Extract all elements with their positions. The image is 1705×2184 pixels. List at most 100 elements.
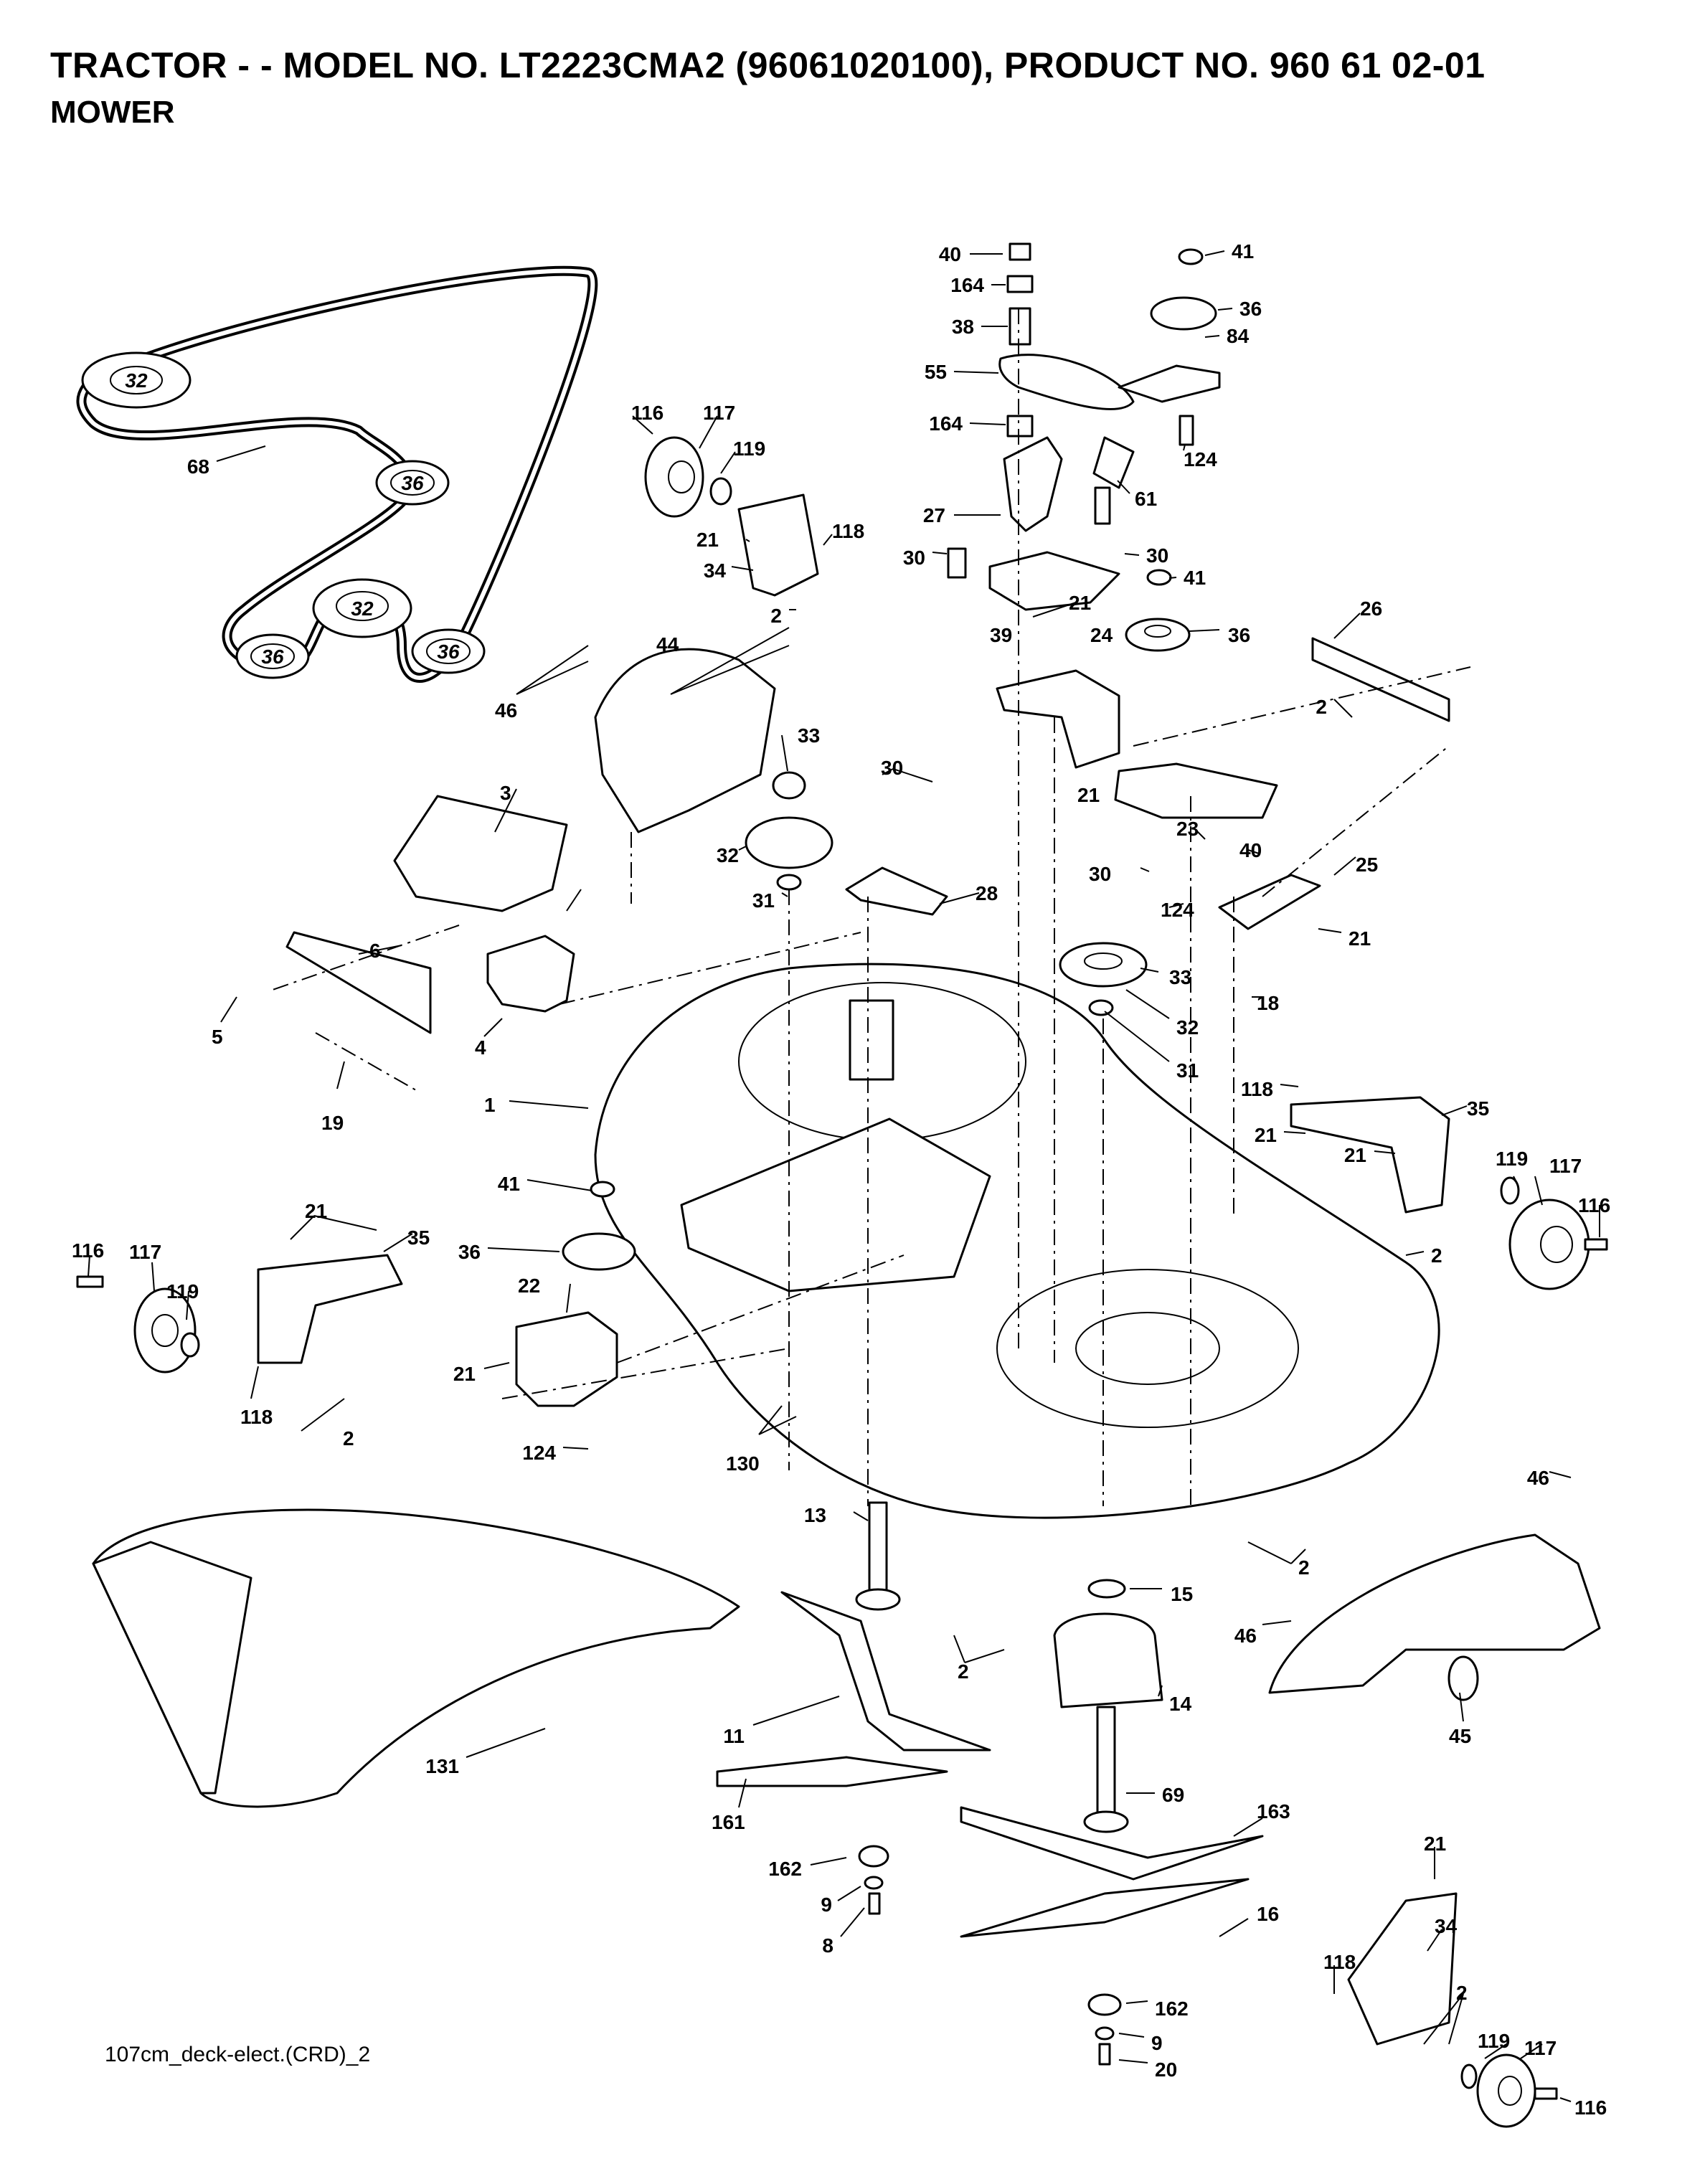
leader-lines [88,250,1600,2102]
callout-61: 61 [1135,488,1157,510]
belt-pulley-label-32: 32 [125,369,148,392]
callout-30: 30 [1146,544,1168,567]
callout-18: 18 [1257,992,1279,1014]
alignment-lines [272,308,1471,1506]
callout-40: 40 [939,243,961,265]
callout-119: 119 [166,1280,199,1303]
pulley-32-center [312,578,412,638]
callout-36: 36 [1228,624,1250,646]
callout-117: 117 [1524,2037,1557,2059]
callout-35: 35 [407,1226,430,1249]
callout-32: 32 [717,844,739,866]
callout-6: 6 [369,940,381,962]
callout-21: 21 [453,1363,476,1385]
callout-39: 39 [990,624,1012,646]
callout-116: 116 [631,402,663,424]
callout-124: 124 [1184,448,1217,471]
callout-46: 46 [1527,1467,1549,1489]
callout-21: 21 [1077,784,1100,806]
callout-30: 30 [1089,863,1111,885]
callout-119: 119 [1478,2030,1510,2052]
callout-116: 116 [72,1239,104,1262]
callout-19: 19 [321,1112,344,1134]
callout-24: 24 [1090,624,1113,646]
callout-44: 44 [656,633,679,656]
callout-130: 130 [726,1452,760,1475]
callout-28: 28 [976,882,998,904]
callout-117: 117 [1549,1155,1582,1177]
callout-161: 161 [712,1811,745,1833]
callout-124: 124 [1161,899,1194,921]
belt-pulley-label-32: 32 [351,597,374,620]
callout-69: 69 [1162,1784,1184,1806]
callout-84: 84 [1227,325,1250,347]
callout-30: 30 [881,757,903,779]
callout-124: 124 [522,1442,556,1464]
callout-2: 2 [958,1660,969,1683]
right-lower-parts [1268,1533,1601,2128]
belt-routing-diagram [76,265,598,683]
pulley-36-left [235,633,310,679]
callout-68: 68 [187,455,209,478]
callout-33: 33 [798,724,820,747]
callout-117: 117 [703,402,735,424]
callout-23: 23 [1176,818,1199,840]
callout-21: 21 [1255,1124,1277,1146]
right-gauge-wheel-bracket [1290,1096,1608,1290]
belt-pulley-label-36: 36 [401,472,424,494]
pulley-36-bottom [411,628,486,674]
diagram-reference: 107cm_deck-elect.(CRD)_2 [105,2043,371,2066]
callout-163: 163 [1257,1800,1290,1823]
callout-164: 164 [929,412,963,435]
callout-21: 21 [1069,592,1091,614]
callout-34: 34 [1435,1915,1458,1937]
callout-9: 9 [1151,2032,1163,2054]
callout-33: 33 [1169,966,1191,988]
idler-arm-assembly [947,242,1221,611]
callout-41: 41 [1184,567,1206,589]
spindle-blade-assemblies [716,1501,1264,2066]
callout-2: 2 [770,605,782,627]
callout-36: 36 [458,1241,481,1263]
callout-30: 30 [903,547,925,569]
callout-164: 164 [950,274,984,296]
callout-4: 4 [475,1036,486,1059]
callout-55: 55 [925,361,947,383]
callout-46: 46 [1234,1625,1257,1647]
callout-119: 119 [733,438,765,460]
callout-5: 5 [212,1026,223,1048]
left-upper-parts [285,436,948,1034]
callout-16: 16 [1257,1903,1279,1925]
callout-118: 118 [1241,1078,1273,1100]
callout-8: 8 [822,1934,833,1957]
belt-pulley-label-36: 36 [261,646,284,668]
callout-22: 22 [518,1275,540,1297]
callout-20: 20 [1155,2058,1177,2081]
callout-21: 21 [1424,1833,1446,1855]
callout-41: 41 [1232,240,1254,263]
callout-32: 32 [1176,1016,1199,1039]
mower-deck [594,963,1440,1519]
callout-2: 2 [1316,696,1327,718]
callout-21: 21 [1344,1144,1366,1166]
left-gauge-wheel-bracket [76,1181,636,1407]
callout-162: 162 [1155,1998,1189,2020]
callout-27: 27 [923,504,945,526]
callout-2: 2 [343,1427,354,1450]
callout-11: 11 [723,1725,745,1747]
callout-2: 2 [1456,1982,1468,2004]
belt-pulley-labels: 32 36 32 36 36 [125,369,460,668]
callout-9: 9 [821,1894,832,1916]
callout-116: 116 [1574,2096,1607,2119]
callout-26: 26 [1360,597,1382,620]
belt-pulley-label-36: 36 [437,640,460,663]
callout-15: 15 [1171,1583,1193,1605]
callout-38: 38 [952,316,974,338]
callout-40: 40 [1239,839,1262,861]
callout-46: 46 [495,699,517,722]
callout-3: 3 [500,782,511,804]
callout-118: 118 [832,520,864,542]
callout-45: 45 [1449,1725,1471,1747]
